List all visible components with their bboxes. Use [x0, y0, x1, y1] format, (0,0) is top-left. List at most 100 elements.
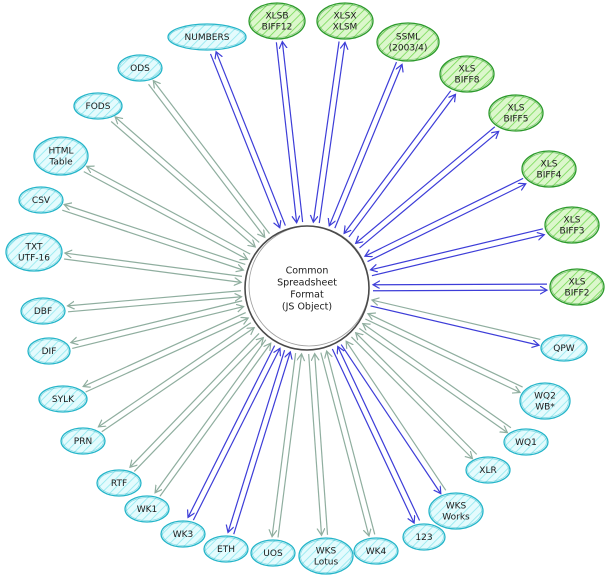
arrow-to-ssml-(2003/4)	[334, 64, 402, 229]
format-node-label: XLS	[541, 160, 558, 170]
format-node-label: BIFF3	[560, 227, 585, 237]
arrow-from-xls-biff3	[371, 228, 544, 270]
format-node-dbf: DBF	[20, 297, 66, 325]
arrow-to-wq1	[358, 327, 507, 432]
arrow-from-123	[338, 346, 421, 521]
center-node-label: Common	[286, 266, 329, 277]
format-node-label: WK3	[173, 530, 194, 540]
arrow-from-wks-works	[346, 341, 447, 491]
arrow-from-xls-biff4	[365, 177, 524, 256]
arrow-to-xlr	[350, 336, 472, 459]
format-node-label: CSV	[32, 196, 51, 206]
format-node-label: PRN	[74, 437, 92, 447]
arrow-to-fods	[115, 117, 260, 243]
arrow-to-xls-biff2	[373, 290, 547, 291]
format-node-label: BIFF5	[504, 115, 529, 125]
arrow-to-wks-works	[340, 344, 441, 494]
format-node-qpw: QPW	[540, 334, 588, 362]
format-node-label: SYLK	[52, 395, 75, 405]
format-node-eth: ETH	[203, 535, 249, 563]
format-node-xlr: XLR	[465, 456, 511, 484]
arrow-to-wk4	[320, 352, 369, 536]
arrow-layer	[62, 41, 547, 537]
format-node-label: WKS	[446, 502, 467, 512]
format-node-label: NUMBERS	[185, 33, 230, 43]
arrow-from-dbf	[67, 297, 241, 313]
format-node-uos: UOS	[250, 539, 296, 567]
arrow-from-html-table	[83, 171, 248, 260]
format-node-wk1: WK1	[124, 495, 170, 523]
format-node-label: Lotus	[314, 558, 339, 568]
arrow-from-numbers	[209, 53, 280, 228]
arrow-to-dif	[71, 300, 243, 343]
format-node-label: (2003/4)	[389, 44, 428, 54]
arrow-from-xlsb-biff12	[275, 42, 296, 222]
format-node-label: UTF-16	[18, 254, 50, 264]
arrow-to-dbf	[68, 290, 242, 306]
format-node-label: HTML	[48, 147, 73, 157]
arrow-to-sylk	[83, 312, 246, 387]
format-node-label: XLS	[508, 104, 525, 114]
arrow-from-wq1	[363, 324, 512, 429]
arrow-to-txt-utf-16	[65, 253, 243, 277]
arrow-from-xls-biff5	[356, 126, 496, 244]
format-node-fods: FODS	[73, 92, 123, 120]
arrow-from-wk1	[159, 343, 271, 497]
format-node-label: WB*	[535, 403, 555, 413]
format-node-csv: CSV	[18, 186, 64, 214]
arrow-from-xls-biff8	[344, 90, 452, 234]
arrow-from-sylk	[85, 318, 249, 393]
format-node-dif: DIF	[27, 337, 71, 365]
format-node-wk3: WK3	[160, 520, 206, 548]
arrow-to-eth	[228, 349, 286, 532]
arrow-to-numbers	[216, 52, 286, 226]
arrow-to-wks-lotus	[308, 354, 322, 535]
format-node-rtf: RTF	[96, 469, 142, 497]
arrow-to-wk3	[188, 345, 276, 518]
format-node-ods: ODS	[117, 54, 163, 82]
arrow-from-uos	[277, 354, 302, 538]
format-node-wq1: WQ1	[503, 428, 549, 456]
arrow-from-csv	[62, 209, 243, 270]
format-node-ssml-(2003/4): SSML(2003/4)	[376, 22, 440, 62]
arrow-from-ods	[148, 83, 265, 237]
arrow-to-xls-biff8	[348, 94, 456, 238]
format-node-label: WK1	[137, 505, 158, 515]
center-node-label: (JS Object)	[282, 302, 332, 313]
arrow-from-rtf	[133, 338, 263, 472]
format-node-label: XLS	[459, 65, 476, 75]
format-node-label: XLR	[479, 466, 496, 476]
format-node-label: XLSM	[333, 23, 358, 33]
format-node-label: BIFF8	[455, 76, 480, 86]
arrow-from-fods	[110, 121, 255, 246]
format-node-label: DBF	[34, 307, 52, 317]
format-node-label: SSML	[396, 33, 420, 43]
format-node-label: WK4	[366, 547, 387, 557]
format-node-label: Table	[48, 158, 73, 168]
arrow-to-rtf	[130, 333, 260, 467]
format-node-label: 123	[415, 533, 432, 543]
arrow-to-csv	[64, 204, 246, 265]
format-node-label: FODS	[86, 102, 111, 112]
format-node-label: WKS	[316, 547, 337, 557]
format-node-label: WQ1	[515, 438, 537, 448]
format-node-label: BIFF4	[537, 171, 562, 181]
arrow-from-txt-utf-16	[64, 258, 241, 282]
arrow-to-prn	[98, 322, 252, 427]
arrow-from-dif	[72, 307, 243, 349]
arrow-to-xls-biff4	[367, 184, 526, 263]
arrow-from-xlr	[356, 333, 478, 455]
arrow-to-xlsb-biff12	[282, 42, 304, 223]
arrow-from-eth	[233, 352, 291, 535]
format-node-label: DIF	[42, 347, 57, 357]
format-node-label: Works	[442, 513, 470, 523]
